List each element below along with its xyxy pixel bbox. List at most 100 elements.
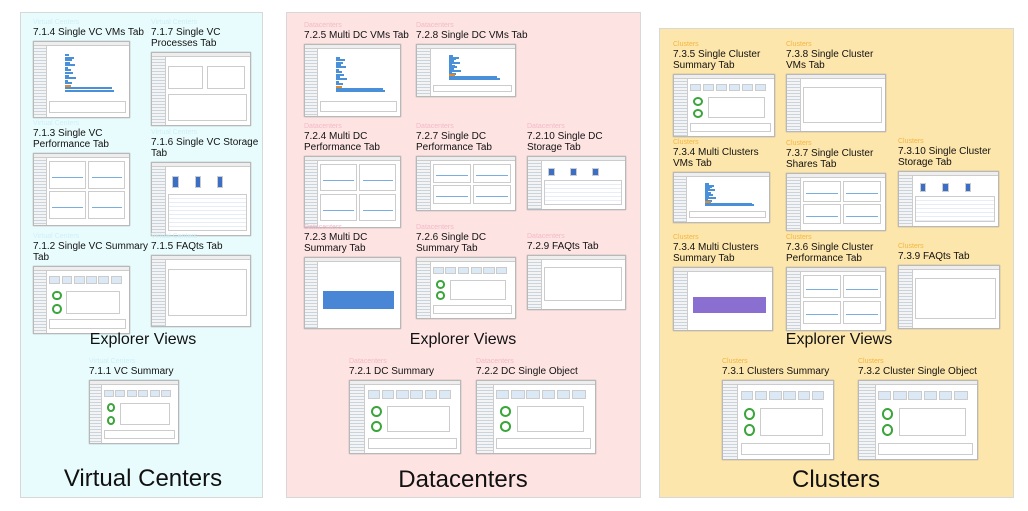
view-thumbnail[interactable] xyxy=(151,255,251,327)
chart-bar xyxy=(64,59,73,62)
view-thumbnail[interactable] xyxy=(858,380,978,460)
view-thumbnail[interactable] xyxy=(89,380,179,444)
chart-panel xyxy=(66,290,120,314)
view-thumbnail[interactable] xyxy=(33,266,130,334)
view-thumbnail[interactable] xyxy=(33,41,130,118)
view-thumbnail[interactable] xyxy=(898,171,999,227)
view-thumbnail[interactable] xyxy=(304,156,401,228)
chart-bar xyxy=(704,184,715,187)
chart-bar xyxy=(704,196,717,199)
tree-sidebar xyxy=(787,178,801,230)
content-area xyxy=(802,82,883,127)
gauge xyxy=(435,291,446,301)
view-thumbnail[interactable] xyxy=(416,156,516,211)
summary-tile xyxy=(877,390,892,401)
view-thumbnail[interactable] xyxy=(786,173,886,231)
summary-tile xyxy=(511,390,525,399)
chart-bar xyxy=(335,88,383,90)
view-label: 7.3.4 Multi Clusters Summary Tab xyxy=(673,242,759,264)
view-thumbnail[interactable] xyxy=(898,265,1000,329)
storage-icon xyxy=(548,168,555,177)
view-thumbnail[interactable] xyxy=(527,156,626,210)
view-label: 7.2.7 Single DC Performance Tab xyxy=(416,131,492,153)
chart-panel xyxy=(843,203,882,225)
view-thumbnail[interactable] xyxy=(476,380,596,454)
chart-bar xyxy=(64,74,70,77)
summary-tile xyxy=(557,390,571,399)
category-tag: Virtual Centers xyxy=(33,120,80,127)
category-tag: Clusters xyxy=(898,138,924,145)
view-thumbnail[interactable] xyxy=(673,267,773,331)
chart-bar xyxy=(704,186,713,189)
view-label: 7.1.5 FAQts Tab xyxy=(151,241,223,252)
view-thumbnail[interactable] xyxy=(722,380,834,460)
view-thumbnail[interactable] xyxy=(673,172,770,223)
view-thumbnail[interactable] xyxy=(786,74,886,132)
view-thumbnail[interactable] xyxy=(304,44,401,117)
view-thumbnail[interactable] xyxy=(786,267,886,331)
view-thumbnail[interactable] xyxy=(151,162,251,236)
chart-bar xyxy=(704,198,709,201)
content-area xyxy=(49,161,126,221)
category-tag: Clusters xyxy=(673,139,699,146)
view-thumbnail[interactable] xyxy=(349,380,461,454)
window-titlebar xyxy=(787,268,885,272)
view-thumbnail[interactable] xyxy=(673,74,775,137)
chart-line xyxy=(846,288,879,290)
content-area xyxy=(167,263,248,322)
storage-icon xyxy=(570,168,577,177)
view-thumbnail[interactable] xyxy=(416,257,516,319)
view-thumbnail[interactable] xyxy=(33,153,130,226)
content-area xyxy=(367,388,457,449)
data-table xyxy=(914,196,996,222)
summary-tile xyxy=(769,390,782,401)
chart-panel xyxy=(88,191,126,219)
chart-bar xyxy=(335,80,340,83)
view-label: 7.3.10 Single Cluster Storage Tab xyxy=(898,146,991,168)
category-tag: Datacenters xyxy=(304,123,342,130)
summary-tile xyxy=(73,276,85,284)
panel-title: Datacenters xyxy=(398,466,528,493)
view-thumbnail[interactable] xyxy=(527,255,626,310)
view-label: 7.2.6 Single DC Summary Tab xyxy=(416,232,487,254)
view-thumbnail[interactable] xyxy=(151,52,251,126)
window-titlebar xyxy=(305,45,400,49)
content-area xyxy=(320,52,398,112)
view-thumbnail[interactable] xyxy=(304,257,401,329)
view-thumbnail[interactable] xyxy=(416,44,516,97)
summary-tile xyxy=(432,266,444,274)
tree-sidebar xyxy=(674,79,688,136)
summary-tile xyxy=(893,390,907,401)
chart-bar xyxy=(704,193,714,196)
summary-tile xyxy=(470,266,482,274)
tree-sidebar xyxy=(34,271,48,333)
summary-tile xyxy=(396,390,409,399)
